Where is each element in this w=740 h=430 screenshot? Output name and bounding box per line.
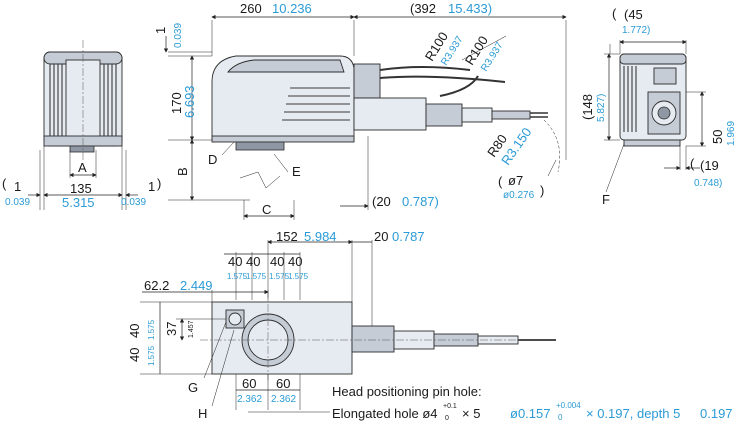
label-d: D xyxy=(208,152,217,167)
svg-text:(: ( xyxy=(2,176,7,191)
height-in: 6.693 xyxy=(182,85,197,118)
cable-length-mm: (392 xyxy=(410,1,436,16)
side-depth-mm: (45 xyxy=(624,7,643,22)
side-height-in: 5.827) xyxy=(596,94,607,122)
note-line-prefix: Elongated hole ø4 xyxy=(332,406,438,421)
label-h: H xyxy=(198,406,207,421)
bottom-pitch-in-2: 2.362 xyxy=(271,394,296,405)
plan-length-in: 5.984 xyxy=(304,229,337,244)
top-overhang-in: 0.039 xyxy=(173,23,184,48)
note-tol-in-lower: 0 xyxy=(558,413,563,422)
bottom-pitch-in-1: 2.362 xyxy=(237,394,262,405)
right-fins xyxy=(623,66,637,132)
hole-pitch-in-2: 1.575 xyxy=(246,272,267,281)
offset-bottom-in: 0.787) xyxy=(402,194,439,209)
vert-pitch-mm-1: 40 xyxy=(127,324,142,338)
offset-bottom-mm: (20 xyxy=(372,194,391,209)
side-fins xyxy=(282,87,350,121)
width-in: 10.236 xyxy=(272,1,312,16)
width-mm: 260 xyxy=(240,1,262,16)
hole-pitch-in-4: 1.575 xyxy=(288,272,309,281)
height-mm: 170 xyxy=(169,92,184,114)
cable-length-in: 15.433) xyxy=(448,1,492,16)
plan-offset-mm: 20 xyxy=(374,229,388,244)
side-right-mm: 1 xyxy=(148,179,155,194)
svg-text:(: ( xyxy=(498,174,503,189)
side-left-mm: 1 xyxy=(14,179,21,194)
side-height-mm: (148 xyxy=(580,94,595,120)
edge-offset-mm: 62.2 xyxy=(144,278,169,293)
hole-pitch-mm-4: 40 xyxy=(288,254,302,269)
center-height-in: 1.457 xyxy=(188,320,195,338)
svg-text:(: ( xyxy=(612,6,617,21)
vert-pitch-in-1: 1.575 xyxy=(147,319,156,340)
side-left-in: 0.039 xyxy=(5,197,30,208)
vert-pitch-in-2: 1.575 xyxy=(147,345,156,366)
connector-depth-in: 0.748) xyxy=(694,178,722,189)
side-right-in: 0.039 xyxy=(121,197,146,208)
label-g: G xyxy=(188,380,198,395)
center-height-mm: 37 xyxy=(164,322,179,336)
note-tol-mm-upper: +0.1 xyxy=(443,403,457,410)
note-mid-mm: × 5 xyxy=(462,406,480,421)
bottom-pitch-mm-2: 60 xyxy=(276,376,290,391)
edge-offset-in: 2.449 xyxy=(180,278,213,293)
cable-dia-in: ø0.276 xyxy=(503,190,535,201)
vert-pitch-mm-2: 40 xyxy=(127,348,142,362)
plan-length-mm: 152 xyxy=(276,229,298,244)
hole-pitch-mm-1: 40 xyxy=(228,254,242,269)
front-width-mm: 135 xyxy=(70,181,92,196)
cable-dia-mm: ø7 xyxy=(508,173,523,188)
note-inch-suffix: × 0.197, depth 5 xyxy=(586,406,680,421)
svg-text:): ) xyxy=(157,176,161,191)
front-width-in: 5.315 xyxy=(62,195,95,210)
connector-height-mm: 50 xyxy=(710,130,725,144)
note-depth-in: 0.197 xyxy=(700,406,733,421)
front-fins xyxy=(49,64,117,136)
label-e: E xyxy=(292,164,301,179)
front-view: A 135 5.315 ( 1 0.039 1 0.039 ) xyxy=(2,40,161,210)
side-depth-in: 1.772) xyxy=(622,25,650,36)
plan-view: 152 5.984 20 0.787 40 40 40 40 1.575 1.5… xyxy=(127,229,556,421)
bottom-pitch-mm-1: 60 xyxy=(242,376,256,391)
note-tol-in-upper: +0.004 xyxy=(556,401,581,410)
svg-text:): ) xyxy=(540,183,544,198)
svg-text:(: ( xyxy=(690,156,695,171)
top-overhang-mm: 1 xyxy=(153,27,168,34)
note-inch-prefix: ø0.157 xyxy=(510,406,550,421)
connector-height-in: 1.969 xyxy=(726,121,737,146)
note-tol-mm-lower: 0 xyxy=(445,415,449,422)
right-view: ( (45 1.772) (148 5.827) 50 1.969 ( (19 … xyxy=(580,6,737,207)
note-title: Head positioning pin hole: xyxy=(332,384,482,399)
plan-offset-in: 0.787 xyxy=(392,229,425,244)
hole-pitch-mm-2: 40 xyxy=(246,254,260,269)
label-b: B xyxy=(175,167,190,176)
hole-pitch-in-1: 1.575 xyxy=(227,272,248,281)
label-c: C xyxy=(262,202,271,217)
pin-hole-note: Head positioning pin hole: Elongated hol… xyxy=(332,384,733,422)
connector-depth-mm: (19 xyxy=(700,158,719,173)
side-view: 260 10.236 (392 15.433) 1 0.039 170 6.69… xyxy=(153,1,567,220)
hole-pitch-in-3: 1.575 xyxy=(269,272,290,281)
label-f: F xyxy=(602,192,610,207)
hole-pitch-mm-3: 40 xyxy=(270,254,284,269)
label-a: A xyxy=(78,160,87,175)
